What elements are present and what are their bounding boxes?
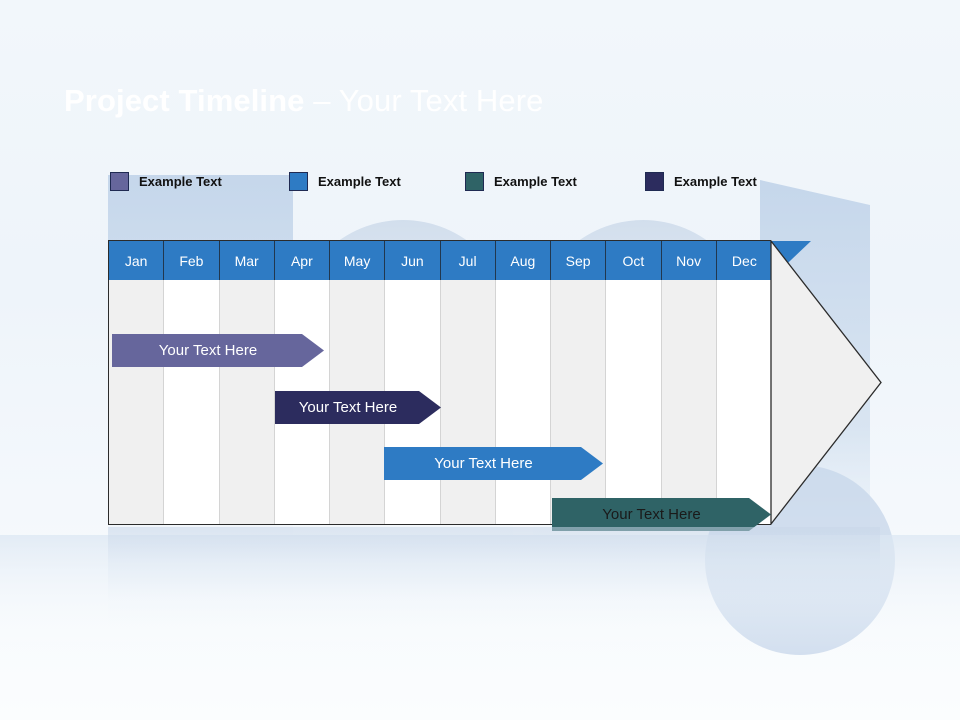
chart-reflection: [108, 527, 880, 627]
month-column-jan: Jan: [109, 241, 165, 524]
month-header-jul[interactable]: Jul: [440, 241, 496, 280]
timeline-task-bar[interactable]: Your Text Here: [275, 391, 441, 424]
page-title-bold: Project Timeline: [64, 82, 305, 118]
month-column-jun: Jun: [385, 241, 441, 524]
legend-item-label: Example Text: [139, 173, 222, 189]
timeline-task-label: Your Text Here: [434, 455, 533, 472]
month-header-aug[interactable]: Aug: [495, 241, 551, 280]
timeline-task-label: Your Text Here: [602, 506, 701, 523]
legend-swatch-icon: [645, 171, 664, 191]
month-header-apr[interactable]: Apr: [274, 241, 330, 280]
month-column-aug: Aug: [495, 241, 551, 524]
timeline-arrow-head: [770, 240, 882, 525]
month-header-jun[interactable]: Jun: [385, 241, 441, 280]
month-column-nov: Nov: [661, 241, 717, 524]
month-header-nov[interactable]: Nov: [661, 241, 717, 280]
legend-swatch-icon: [289, 171, 308, 191]
legend-item-label: Example Text: [318, 173, 401, 189]
timeline-task-label: Your Text Here: [298, 399, 398, 416]
month-column-jul: Jul: [440, 241, 496, 524]
month-header-may[interactable]: May: [330, 241, 386, 280]
month-column-dec: Dec: [716, 241, 771, 524]
page-title-separator: –: [304, 82, 339, 118]
month-header-mar[interactable]: Mar: [219, 241, 275, 280]
legend-item: Example Text: [289, 170, 401, 192]
timeline-task-bar[interactable]: Your Text Here: [384, 447, 603, 480]
month-header-sep[interactable]: Sep: [551, 241, 607, 280]
month-column-feb: Feb: [164, 241, 220, 524]
month-column-sep: Sep: [551, 241, 607, 524]
legend-swatch-icon: [110, 171, 129, 191]
legend: Example Text Example Text Example Text Exam…: [110, 170, 830, 194]
page-title-light: Your Text Here: [338, 82, 544, 118]
legend-swatch-icon: [465, 171, 484, 191]
legend-item-label: Example Text: [494, 173, 577, 189]
legend-item: Example Text: [110, 170, 222, 192]
month-column-oct: Oct: [606, 241, 662, 524]
month-header-dec[interactable]: Dec: [716, 241, 771, 280]
legend-item-label: Example Text: [674, 173, 757, 189]
page-title: Project Timeline – Your Text Here: [64, 79, 543, 123]
timeline-task-label: Your Text Here: [158, 342, 258, 359]
legend-item: Example Text: [645, 170, 757, 192]
month-header-feb[interactable]: Feb: [164, 241, 220, 280]
timeline-task-bar[interactable]: Your Text Here: [552, 498, 771, 531]
timeline-task-bar[interactable]: Your Text Here: [112, 334, 324, 367]
month-column-may: May: [330, 241, 386, 524]
month-column-mar: Mar: [219, 241, 275, 524]
month-header-oct[interactable]: Oct: [606, 241, 662, 280]
legend-item: Example Text: [465, 170, 577, 192]
header-band: [0, 0, 960, 152]
month-header-jan[interactable]: Jan: [109, 241, 165, 280]
month-column-apr: Apr: [274, 241, 330, 524]
